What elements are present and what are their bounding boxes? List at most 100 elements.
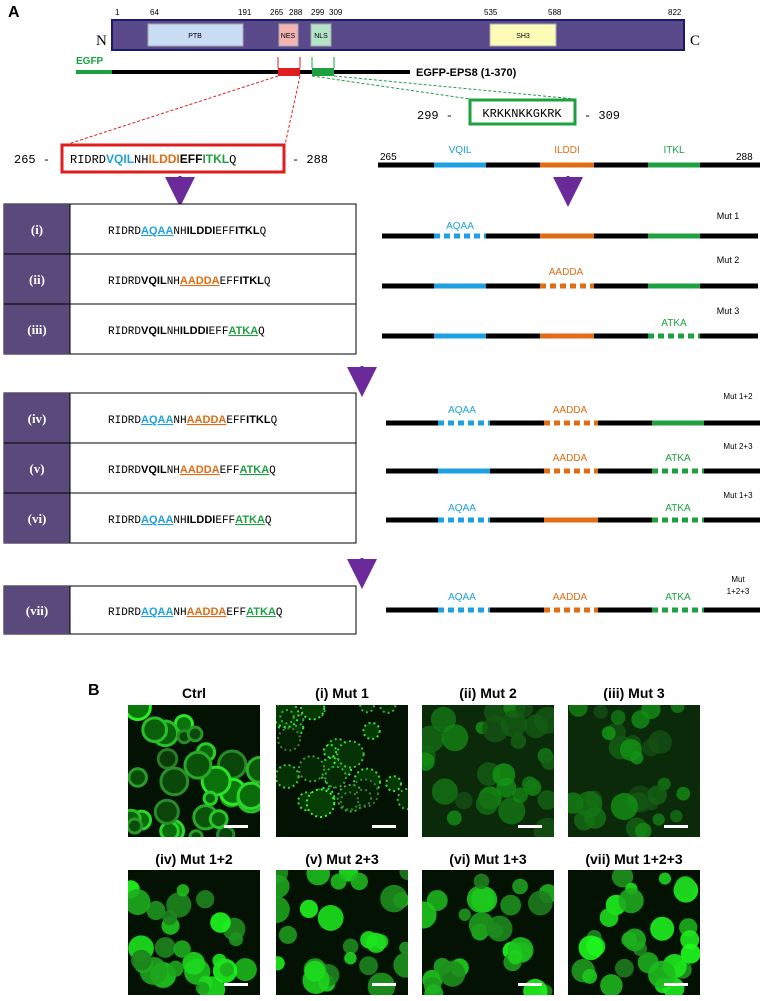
micrograph-mut123 [568, 870, 700, 995]
table-single-mutants: (i) (ii) (iii) RIDRDAQAANHILDDIEFFITKLQ … [3, 203, 357, 355]
tick-64: 64 [150, 8, 159, 17]
scale-bar [224, 825, 248, 828]
nes-sequence-box [60, 143, 286, 174]
nes-construct-box [278, 68, 300, 76]
tick-535: 535 [484, 8, 498, 17]
c-terminus-label: C [690, 33, 700, 49]
seq-v: RIDRDVQILNHAADDAEFFATKAQ [108, 464, 276, 477]
scale-bar [372, 983, 396, 986]
scale-bar [224, 983, 248, 986]
scheme-start: 265 [380, 152, 397, 163]
micrograph-mut1 [276, 705, 408, 837]
micrograph-mut23 [276, 870, 408, 995]
mut3-label: Mut 3 [717, 306, 740, 316]
ptb-label: PTB [188, 33, 202, 40]
panel-b-letter: B [88, 682, 100, 699]
nls-sequence: KRKKNKKGKRK [482, 107, 562, 121]
mut123-label-1: Mut [731, 575, 745, 584]
tick-299: 299 [311, 8, 325, 17]
img-title-ctrl: Ctrl [181, 685, 207, 701]
mut123-aqaa: AQAA [448, 592, 476, 603]
mut13-label: Mut 1+3 [723, 491, 753, 500]
nls-label: NLS [314, 33, 328, 40]
mut123-label-2: 1+2+3 [727, 587, 750, 596]
panel-a-diagram: N C PTB NES NLS SH3 1 64 191 265 288 299… [3, 8, 760, 635]
scheme-itkl: ITKL [663, 145, 685, 156]
residue-ticks: 1 64 191 265 288 299 309 535 588 822 [115, 8, 682, 17]
row-id-vi: (vi) [28, 511, 47, 526]
row-id-v: (v) [29, 461, 44, 476]
sh3-label: SH3 [516, 33, 530, 40]
mut2-label: Mut 2 [717, 255, 740, 265]
tick-265: 265 [270, 8, 284, 17]
img-title-mut3: (iii) Mut 3 [603, 685, 665, 701]
tick-288: 288 [289, 8, 303, 17]
scale-bar [372, 825, 396, 828]
scale-bar [518, 983, 542, 986]
mut13-atka: ATKA [665, 503, 691, 514]
img-title-mut2: (ii) Mut 2 [459, 685, 517, 701]
tick-822: 822 [668, 8, 682, 17]
nes-domain [278, 23, 299, 47]
tick-309: 309 [329, 8, 343, 17]
mut23-aadda: AADDA [553, 453, 588, 464]
mut123-aadda: AADDA [553, 592, 588, 603]
seq-iii: RIDRDVQILNHILDDIEFFATKAQ [108, 325, 265, 338]
mut13-aqaa: AQAA [448, 503, 476, 514]
tick-588: 588 [548, 8, 562, 17]
mutation-schematics: Mut 1 AQAA Mut 2 AADDA Mut 3 ATKA Mut 1+… [382, 211, 760, 613]
seq-i: RIDRDAQAANHILDDIEFFITKLQ [108, 225, 267, 238]
seq-iv: RIDRDAQAANHAADDAEFFITKLQ [108, 414, 278, 427]
nes-end: - 288 [292, 153, 328, 167]
seq-ii: RIDRDVQILNHAADDAEFFITKLQ [108, 275, 271, 288]
panel-a-letter: A [8, 4, 20, 21]
table-triple-mutant: (vii) RIDRDAQAANHAADDAEFFATKAQ [3, 585, 357, 635]
scale-bar [664, 825, 688, 828]
row-id-vii: (vii) [26, 603, 48, 618]
ptb-domain [147, 23, 244, 47]
img-title-mut23: (v) Mut 2+3 [305, 851, 379, 867]
row-id-iii: (iii) [27, 322, 47, 337]
n-terminus-label: N [96, 33, 107, 49]
row-id-i: (i) [31, 222, 43, 237]
img-title-mut13: (vi) Mut 1+3 [449, 851, 527, 867]
mut1-aqaa: AQAA [446, 221, 474, 232]
mut1-label: Mut 1 [717, 211, 740, 221]
mut23-label: Mut 2+3 [723, 442, 753, 451]
table-double-mutants: (iv) (v) (vi) RIDRDAQAANHAADDAEFFITKLQ R… [3, 392, 357, 544]
row-id-ii: (ii) [29, 272, 45, 287]
mut3-atka: ATKA [661, 318, 687, 329]
micrograph-mut13 [422, 870, 554, 995]
mut23-atka: ATKA [665, 453, 691, 464]
img-title-mut123: (vii) Mut 1+2+3 [585, 851, 683, 867]
nes-start: 265 - [14, 153, 50, 167]
micrograph-mut2 [422, 705, 554, 837]
nls-construct-box [312, 68, 334, 76]
scale-bar [518, 825, 542, 828]
row-id-iv: (iv) [28, 411, 47, 426]
scheme-vqil: VQIL [449, 145, 472, 156]
nes-label: NES [281, 33, 296, 40]
tick-191: 191 [238, 8, 252, 17]
scheme-ilddi: ILDDI [554, 145, 580, 156]
nes-sequence: RIDRDVQILNHILDDIEFFITKLQ [70, 152, 236, 167]
scale-bar [664, 983, 688, 986]
sh3-domain [489, 23, 557, 47]
mut12-aqaa: AQAA [448, 405, 476, 416]
seq-vi: RIDRDAQAANHILDDIEFFATKAQ [108, 514, 272, 527]
nls-end: - 309 [584, 109, 620, 123]
mut12-aadda: AADDA [553, 405, 588, 416]
mut2-aadda: AADDA [549, 267, 584, 278]
micrograph-mut3 [568, 705, 700, 837]
nls-sequence-box [468, 98, 577, 126]
micrograph-mut12 [128, 870, 260, 995]
egfp-label: EGFP [76, 56, 104, 67]
micrograph-ctrl [128, 705, 260, 837]
img-title-mut1: (i) Mut 1 [315, 685, 369, 701]
scheme-end: 288 [736, 152, 753, 163]
mut12-label: Mut 1+2 [723, 392, 753, 401]
seq-vii: RIDRDAQAANHAADDAEFFATKAQ [108, 606, 283, 619]
tick-1: 1 [115, 8, 120, 17]
nls-domain [310, 23, 332, 47]
mut123-atka: ATKA [665, 592, 691, 603]
